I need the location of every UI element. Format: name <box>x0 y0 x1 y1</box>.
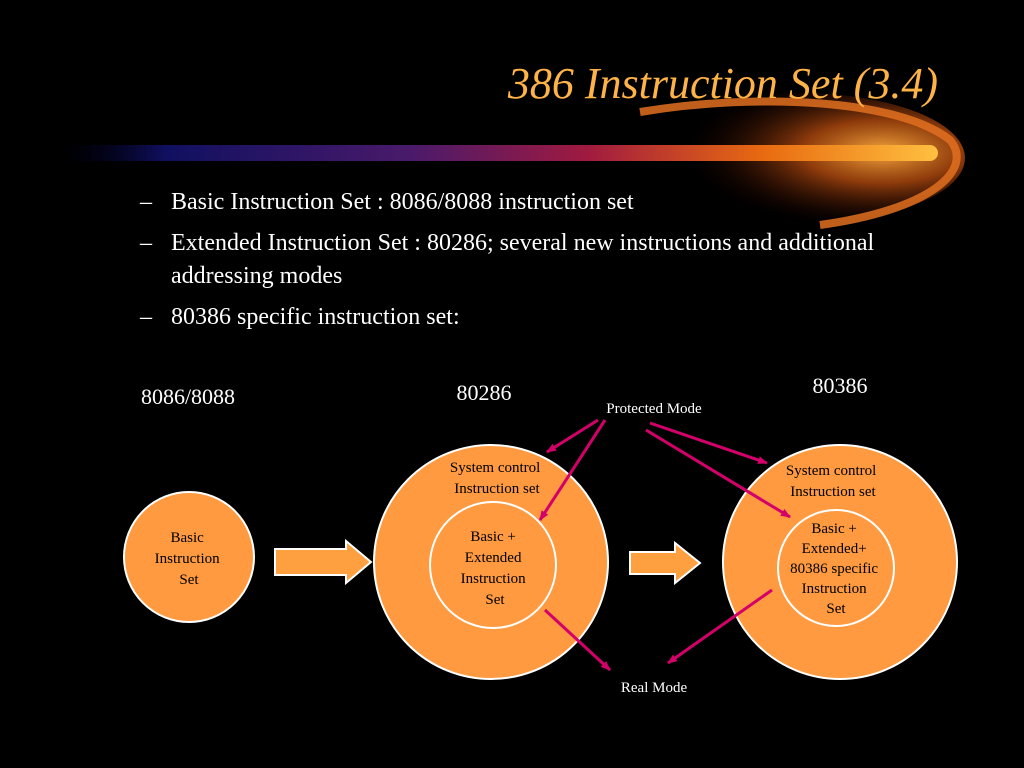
bullet-dash: – <box>140 304 152 330</box>
arrow-protected-to-80286-inner <box>538 419 607 521</box>
circle-8086-line: Set <box>179 572 199 588</box>
inner-80386-line: 80386 specific <box>790 561 878 577</box>
outer-80286-line: Instruction set <box>454 481 540 497</box>
bullet-dash: – <box>140 189 152 215</box>
arrow-80386-inner-to-real <box>667 588 773 665</box>
bullet-text: 80386 specific instruction set: <box>171 304 460 330</box>
inner-80386-line: Instruction <box>802 581 867 597</box>
inner-80286-line: Basic + <box>470 529 516 545</box>
inner-80286-line: Instruction <box>461 571 526 587</box>
bullet-item: –80386 specific instruction set: <box>140 301 900 334</box>
circle-80286-inner-text: Basic + Extended Instruction Set <box>461 529 530 608</box>
block-arrow-8086-to-80286 <box>274 538 373 586</box>
circle-80286-inner <box>429 501 557 629</box>
circle-80286-outer-text: System control Instruction set <box>450 460 544 497</box>
inner-80386-line: Basic + <box>811 521 857 537</box>
label-8086-8088: 8086/8088 <box>141 384 235 409</box>
bullet-list: –Basic Instruction Set : 8086/8088 instr… <box>140 186 900 342</box>
circle-8086-line: Basic <box>170 530 204 546</box>
inner-80286-line: Extended <box>465 550 522 566</box>
circle-8086-line: Instruction <box>155 551 220 567</box>
bullet-text: Basic Instruction Set : 8086/8088 instru… <box>171 189 634 215</box>
label-real-mode: Real Mode <box>621 680 688 696</box>
outer-80386-line: System control <box>786 463 876 479</box>
arrow-protected-to-80286-outer <box>546 418 599 454</box>
block-arrow-80286-to-80386 <box>629 540 702 586</box>
circle-80386-outer-text: System control Instruction set <box>786 463 880 500</box>
label-80386: 80386 <box>813 373 868 398</box>
arrow-protected-to-80386-inner <box>645 428 791 519</box>
label-80286: 80286 <box>457 380 512 405</box>
bullet-dash: – <box>140 230 152 256</box>
outer-80386-line: Instruction set <box>790 484 876 500</box>
arrow-80286-inner-to-real <box>543 608 612 672</box>
circle-8086 <box>123 491 255 623</box>
bullet-item: –Basic Instruction Set : 8086/8088 instr… <box>140 186 900 219</box>
circle-8086-text: Basic Instruction Set <box>155 530 224 588</box>
outer-80286-line: System control <box>450 460 540 476</box>
circle-80386-inner <box>777 509 895 627</box>
label-protected-mode: Protected Mode <box>606 401 702 417</box>
inner-80286-line: Set <box>485 592 505 608</box>
comet-ring <box>639 97 961 229</box>
bullet-text: Extended Instruction Set : 80286; severa… <box>171 230 875 289</box>
circle-80386-inner-text: Basic + Extended+ 80386 specific Instruc… <box>790 521 882 617</box>
inner-80386-line: Extended+ <box>802 541 867 557</box>
inner-80386-line: Set <box>826 601 846 617</box>
slide-title: 386 Instruction Set (3.4) <box>507 59 938 108</box>
comet-beam <box>60 145 938 161</box>
bullet-item: –Extended Instruction Set : 80286; sever… <box>140 227 900 293</box>
arrow-protected-to-80386-outer <box>649 421 768 465</box>
